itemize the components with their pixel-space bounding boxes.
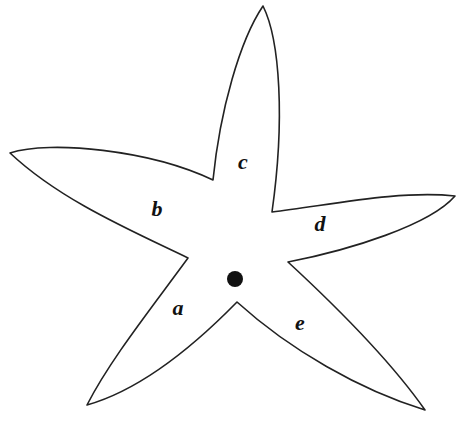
madreporite-dot: [227, 271, 243, 287]
arm-label: c: [238, 151, 248, 173]
arm-label: e: [295, 312, 305, 334]
starfish-outline: [10, 6, 455, 410]
arm-label: a: [173, 297, 184, 319]
arm-label: d: [315, 213, 326, 235]
arm-label: b: [152, 198, 163, 220]
